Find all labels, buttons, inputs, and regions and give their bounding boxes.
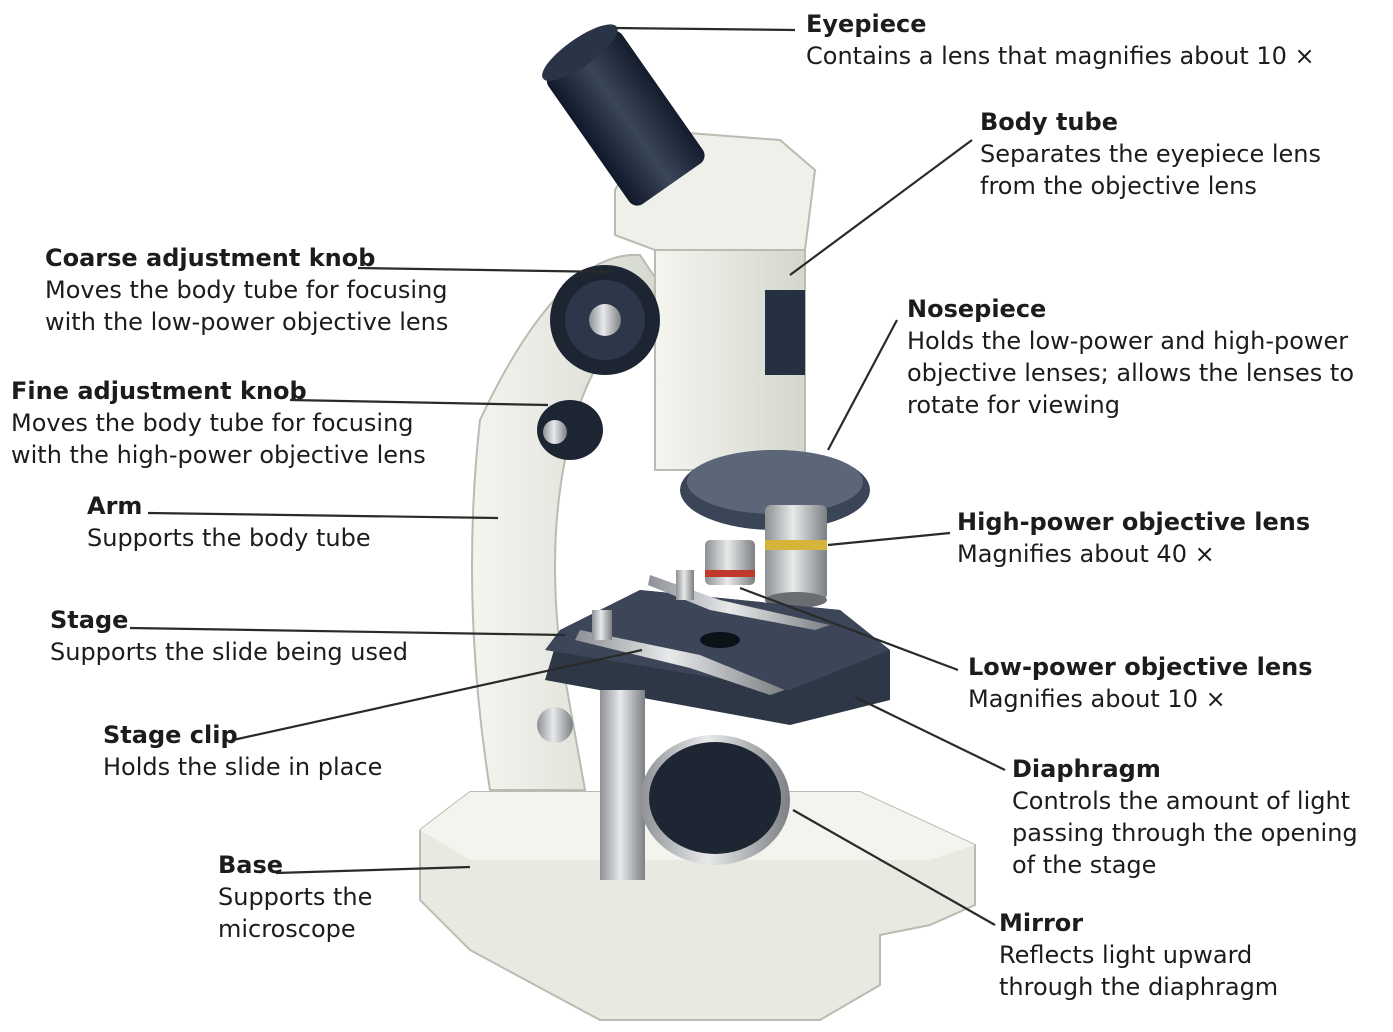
label-desc: Supports the body tube	[87, 522, 371, 554]
label-title: Mirror	[999, 907, 1278, 939]
label-desc: microscope	[218, 913, 372, 945]
label-high-power-objective-lens: High-power objective lens Magnifies abou…	[957, 506, 1310, 570]
label-title: Nosepiece	[907, 293, 1354, 325]
leader-high-power	[828, 533, 950, 545]
label-stage: Stage Supports the slide being used	[50, 604, 408, 668]
label-desc: Supports the	[218, 881, 372, 913]
label-desc: Moves the body tube for focusing	[11, 407, 426, 439]
label-desc: Magnifies about 40 ×	[957, 538, 1310, 570]
label-desc: with the low-power objective lens	[45, 306, 448, 338]
label-desc: from the objective lens	[980, 170, 1321, 202]
label-desc: Holds the slide in place	[103, 751, 382, 783]
label-arm: Arm Supports the body tube	[87, 490, 371, 554]
label-desc: Reflects light upward	[999, 939, 1278, 971]
label-nosepiece: Nosepiece Holds the low-power and high-p…	[907, 293, 1354, 421]
label-desc: rotate for viewing	[907, 389, 1354, 421]
label-title: Diaphragm	[1012, 753, 1358, 785]
microscope-mirror	[640, 735, 790, 865]
label-desc: Supports the slide being used	[50, 636, 408, 668]
label-desc: Magnifies about 10 ×	[968, 683, 1312, 715]
label-desc: through the diaphragm	[999, 971, 1278, 1003]
label-title: Arm	[87, 490, 371, 522]
label-eyepiece: Eyepiece Contains a lens that magnifies …	[806, 8, 1315, 72]
high-power-objective-lens	[765, 505, 827, 608]
label-desc: Moves the body tube for focusing	[45, 274, 448, 306]
label-body-tube: Body tube Separates the eyepiece lens fr…	[980, 106, 1321, 202]
label-base: Base Supports the microscope	[218, 849, 372, 945]
label-stage-clip: Stage clip Holds the slide in place	[103, 719, 382, 783]
fine-adjustment-knob	[537, 400, 603, 460]
label-mirror: Mirror Reflects light upward through the…	[999, 907, 1278, 1003]
label-title: Stage clip	[103, 719, 382, 751]
leader-eyepiece	[615, 28, 795, 30]
label-title: Coarse adjustment knob	[45, 242, 448, 274]
low-power-objective-lens	[705, 540, 755, 585]
label-low-power-objective-lens: Low-power objective lens Magnifies about…	[968, 651, 1312, 715]
label-title: Low-power objective lens	[968, 651, 1312, 683]
label-desc: with the high-power objective lens	[11, 439, 426, 471]
label-desc: Contains a lens that magnifies about 10 …	[806, 40, 1315, 72]
label-title: Stage	[50, 604, 408, 636]
label-desc: of the stage	[1012, 849, 1358, 881]
leader-body-tube	[790, 140, 972, 275]
label-desc: Holds the low-power and high-power	[907, 325, 1354, 357]
label-desc: objective lenses; allows the lenses to	[907, 357, 1354, 389]
leader-nosepiece	[828, 320, 897, 450]
label-title: Base	[218, 849, 372, 881]
label-title: High-power objective lens	[957, 506, 1310, 538]
label-desc: Separates the eyepiece lens	[980, 138, 1321, 170]
label-desc: Controls the amount of light	[1012, 785, 1358, 817]
coarse-adjustment-knob	[550, 265, 660, 375]
label-title: Fine adjustment knob	[11, 375, 426, 407]
label-diaphragm: Diaphragm Controls the amount of light p…	[1012, 753, 1358, 881]
label-title: Eyepiece	[806, 8, 1315, 40]
label-title: Body tube	[980, 106, 1321, 138]
label-desc: passing through the opening	[1012, 817, 1358, 849]
label-fine-adjustment-knob: Fine adjustment knob Moves the body tube…	[11, 375, 426, 471]
microscope-illustration	[420, 15, 975, 1020]
label-coarse-adjustment-knob: Coarse adjustment knob Moves the body tu…	[45, 242, 448, 338]
